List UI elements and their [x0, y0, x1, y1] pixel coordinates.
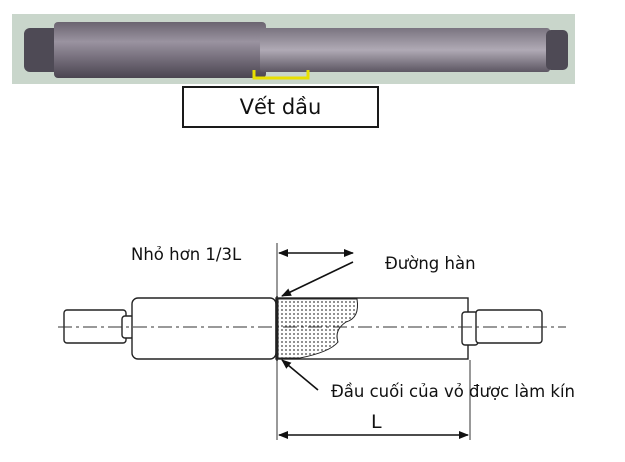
oil-stain-callout: Vết dầu	[182, 86, 379, 128]
photo-outer-tube	[54, 22, 266, 78]
photo-right-mount	[546, 30, 568, 70]
sealed-end-leader	[281, 359, 319, 391]
sealed-end-label: Đầu cuối của vỏ được làm kín	[331, 382, 575, 401]
length-label: L	[371, 411, 382, 433]
weld-line-label: Đường hàn	[385, 254, 476, 273]
outer-cylinder	[131, 297, 277, 360]
less-than-third-label: Nhỏ hơn 1/3L	[131, 245, 242, 264]
weld-leader	[281, 261, 354, 297]
photo-inner-tube	[260, 28, 550, 72]
oil-stain-label: Vết dầu	[239, 95, 322, 119]
shock-absorber-photo	[12, 14, 575, 84]
oil-stain-marker	[252, 70, 310, 80]
oil-stain-region	[277, 298, 358, 359]
photo-left-mount	[24, 28, 60, 72]
